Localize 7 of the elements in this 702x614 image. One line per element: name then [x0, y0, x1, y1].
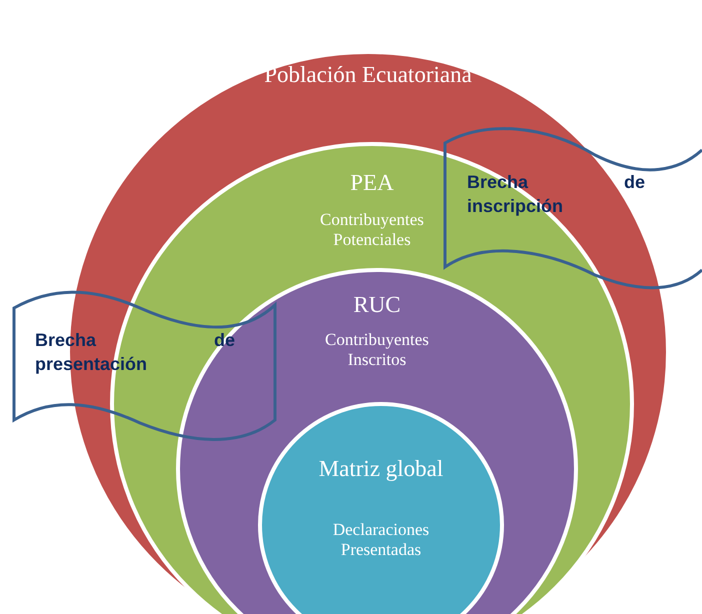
circle-title: RUC	[352, 292, 402, 318]
circle-title: PEA	[349, 170, 395, 196]
circle-subtitle: Declaraciones Presentadas	[332, 520, 430, 560]
circle-title: Matriz global	[318, 456, 444, 482]
circle-subtitle: Contribuyentes Inscritos	[324, 330, 430, 370]
circle-title: Población Ecuatoriana	[263, 62, 473, 88]
circle-subtitle: Contribuyentes Potenciales	[319, 210, 425, 250]
